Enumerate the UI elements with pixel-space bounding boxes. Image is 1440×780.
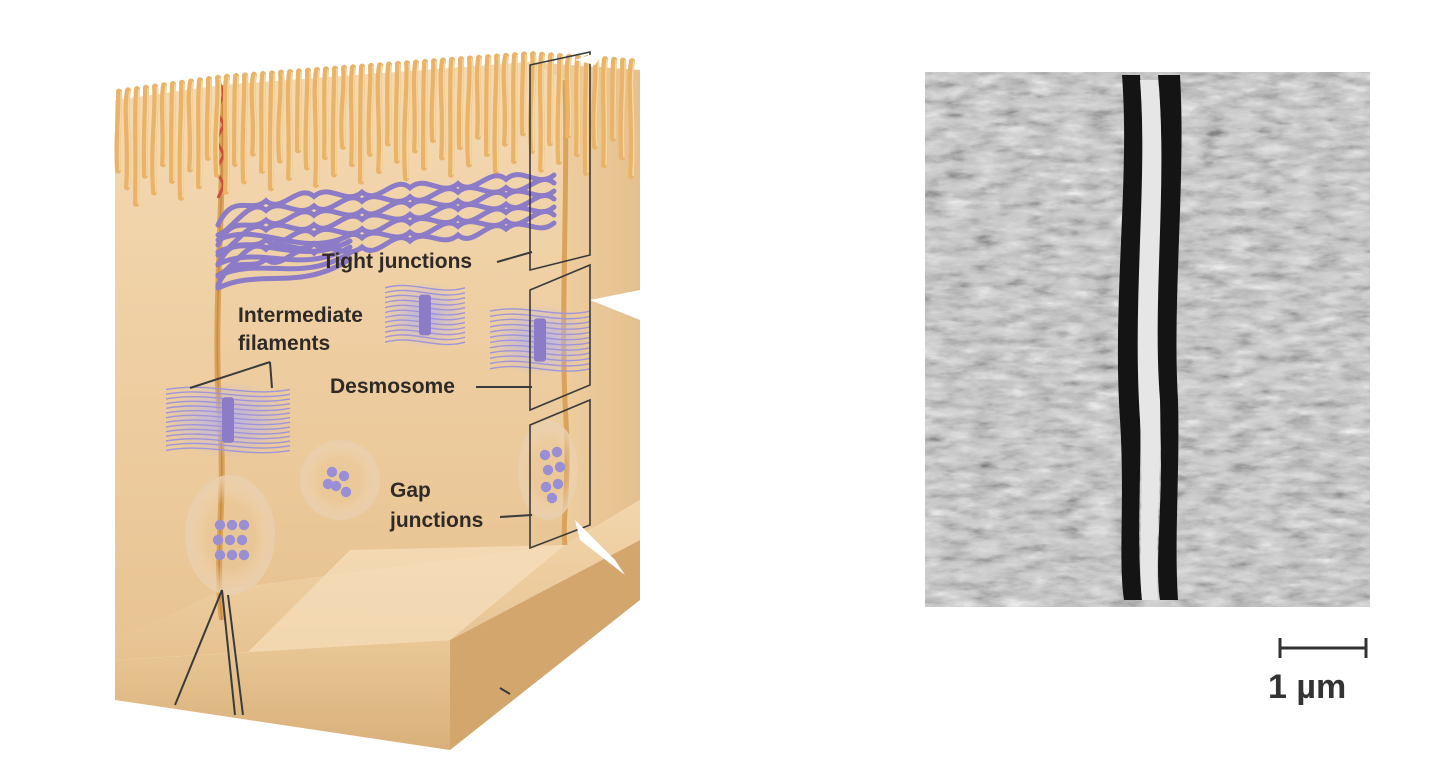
label-intermediate-filaments-line1: Intermediate [238,304,363,327]
label-gap-junctions-line1: Gap [390,479,431,502]
basal-floor-inner [240,545,565,660]
micrograph-intercellular-space [1137,80,1162,600]
label-desmosome: Desmosome [330,375,455,398]
intermediate-filament-network [215,172,557,291]
label-tight-junctions: Tight junctions [322,250,472,273]
micrograph-junction-right [1156,75,1182,600]
detail-boxes [529,50,640,575]
basal-slab-side [450,540,640,750]
desmosome-center [384,281,466,349]
desmosome-left [165,382,291,458]
micrograph-junction-left [1117,75,1143,600]
desmosome-right [489,304,591,376]
scale-bar-label: 1 µm [1268,668,1346,706]
microvilli [114,51,635,208]
cell-block-illustration: Tight junctions Intermediate filaments D… [114,50,640,750]
scale-bar [1278,638,1368,658]
label-gap-junctions-line2: junctions [389,509,483,532]
leader-lines [174,251,533,716]
label-intermediate-filaments-line2: filaments [238,332,330,355]
electron-micrograph [925,72,1370,607]
basal-slab-front [115,640,450,750]
gap-junction-dots [212,446,566,561]
right-cell-face [530,62,640,545]
